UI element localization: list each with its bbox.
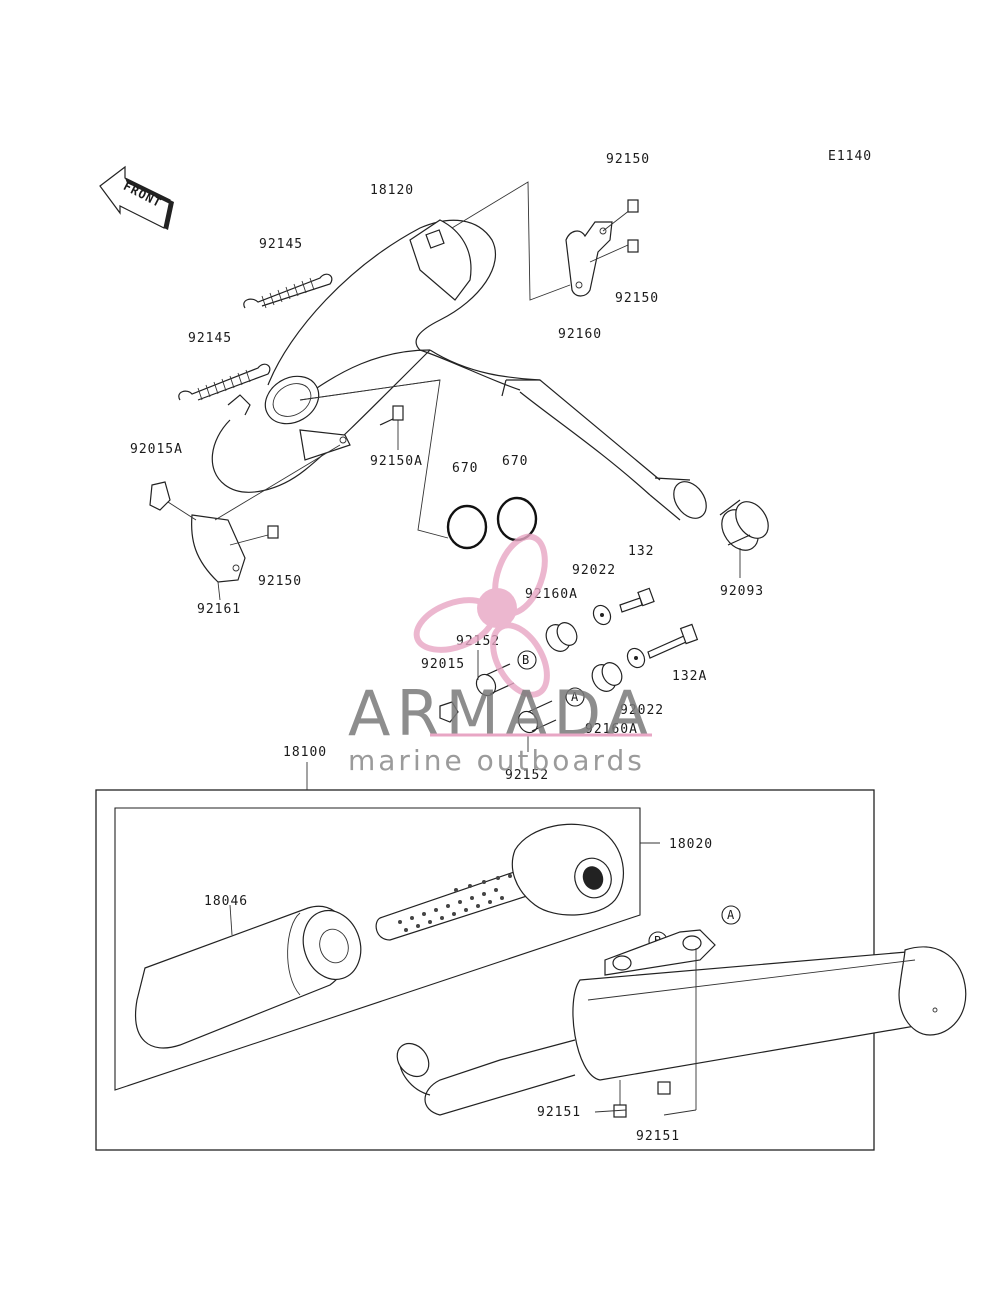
propeller-logo-icon bbox=[413, 533, 550, 698]
exhaust-header-pipe bbox=[211, 219, 707, 521]
label-670-left: 670 bbox=[452, 461, 478, 476]
label-670-right: 670 bbox=[502, 454, 528, 469]
silencer-packing-18046 bbox=[135, 904, 362, 1049]
label-92150-low: 92150 bbox=[258, 574, 302, 589]
watermark-brand: ARMADA bbox=[348, 677, 654, 750]
leader-18120-frame bbox=[451, 181, 571, 301]
label-92145-upper: 92145 bbox=[259, 237, 303, 252]
label-92161: 92161 bbox=[197, 602, 241, 617]
nut-92015A bbox=[149, 481, 171, 511]
front-arrow-icon: FRONT bbox=[99, 165, 174, 230]
bracket-92161 bbox=[167, 444, 341, 601]
spring-92145-upper bbox=[243, 273, 333, 309]
bolt-132 bbox=[619, 587, 655, 613]
grommet-92160A-upper bbox=[545, 622, 578, 652]
label-92150A: 92150A bbox=[370, 454, 423, 469]
label-92145-lower: 92145 bbox=[188, 331, 232, 346]
label-92151-right: 92151 bbox=[636, 1129, 680, 1144]
end-cap-18020 bbox=[375, 823, 624, 941]
label-18046: 18046 bbox=[204, 894, 248, 909]
diagram-code: E1140 bbox=[828, 149, 872, 164]
svg-text:B: B bbox=[522, 653, 529, 667]
label-92152-lower: 92152 bbox=[505, 768, 549, 783]
label-92150-top: 92150 bbox=[606, 152, 650, 167]
label-92093: 92093 bbox=[720, 584, 764, 599]
label-18100: 18100 bbox=[283, 745, 327, 760]
spring-92145-lower bbox=[178, 363, 271, 401]
label-92022-lower: 92022 bbox=[620, 703, 664, 718]
callout-b-upper: B bbox=[517, 650, 537, 670]
callout-a-lower: A bbox=[721, 905, 741, 925]
armada-watermark: ARMADA marine outboards bbox=[348, 533, 654, 777]
nut-92015 bbox=[439, 701, 459, 723]
watermark-tagline: marine outboards bbox=[348, 744, 645, 777]
label-92150-mid: 92150 bbox=[615, 291, 659, 306]
svg-text:A: A bbox=[727, 908, 735, 922]
washer-92022-lower bbox=[626, 647, 646, 669]
label-92022-upper: 92022 bbox=[572, 563, 616, 578]
collar-92152-lower bbox=[517, 700, 557, 752]
bolt-132A bbox=[647, 623, 699, 659]
gasket-92093 bbox=[719, 499, 769, 578]
callout-a-upper: A bbox=[565, 687, 585, 707]
svg-text:A: A bbox=[571, 690, 579, 704]
bracket-92160 bbox=[565, 199, 639, 297]
inner-kit-frame bbox=[114, 807, 641, 1091]
label-18020: 18020 bbox=[669, 837, 713, 852]
silencer-body bbox=[396, 929, 967, 1118]
grommet-92160A-lower bbox=[591, 662, 623, 692]
label-92160: 92160 bbox=[558, 327, 602, 342]
bolt-92150A bbox=[379, 405, 404, 450]
part-labels: 18120 92145 92145 92150 92150 92160 9201… bbox=[130, 152, 764, 1144]
label-92015: 92015 bbox=[421, 657, 465, 672]
label-132A: 132A bbox=[672, 669, 707, 684]
label-92160A-lower: 92160A bbox=[585, 722, 638, 737]
label-92015A: 92015A bbox=[130, 442, 183, 457]
label-18120: 18120 bbox=[370, 183, 414, 198]
label-92151-left: 92151 bbox=[537, 1105, 581, 1120]
washer-92022-upper bbox=[592, 604, 612, 626]
o-ring-670-left bbox=[446, 504, 488, 550]
label-132: 132 bbox=[628, 544, 654, 559]
